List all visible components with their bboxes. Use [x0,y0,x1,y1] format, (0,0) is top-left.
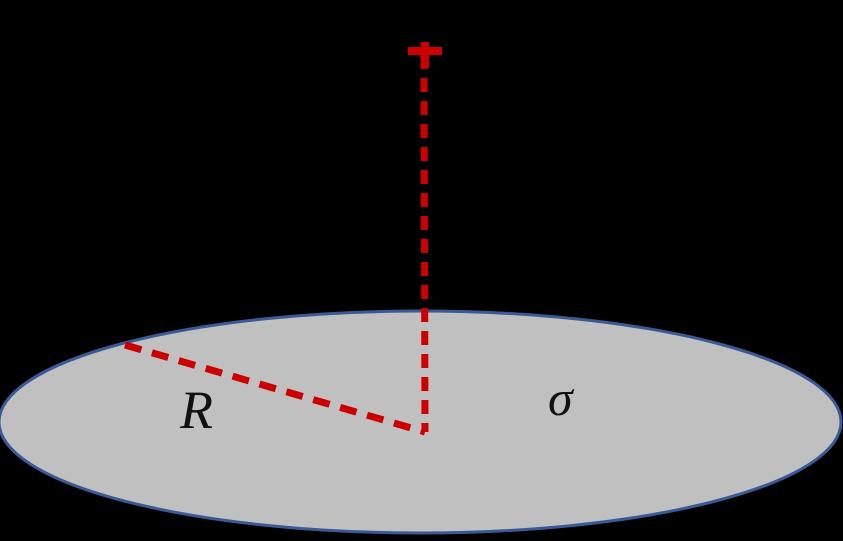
radius-dashed-line [124,341,426,436]
charge-density-label: σ [548,370,573,426]
vertical-axis-dashed-line [420,54,429,433]
plus-charge-marker [408,42,442,68]
radius-label: R [180,380,213,440]
